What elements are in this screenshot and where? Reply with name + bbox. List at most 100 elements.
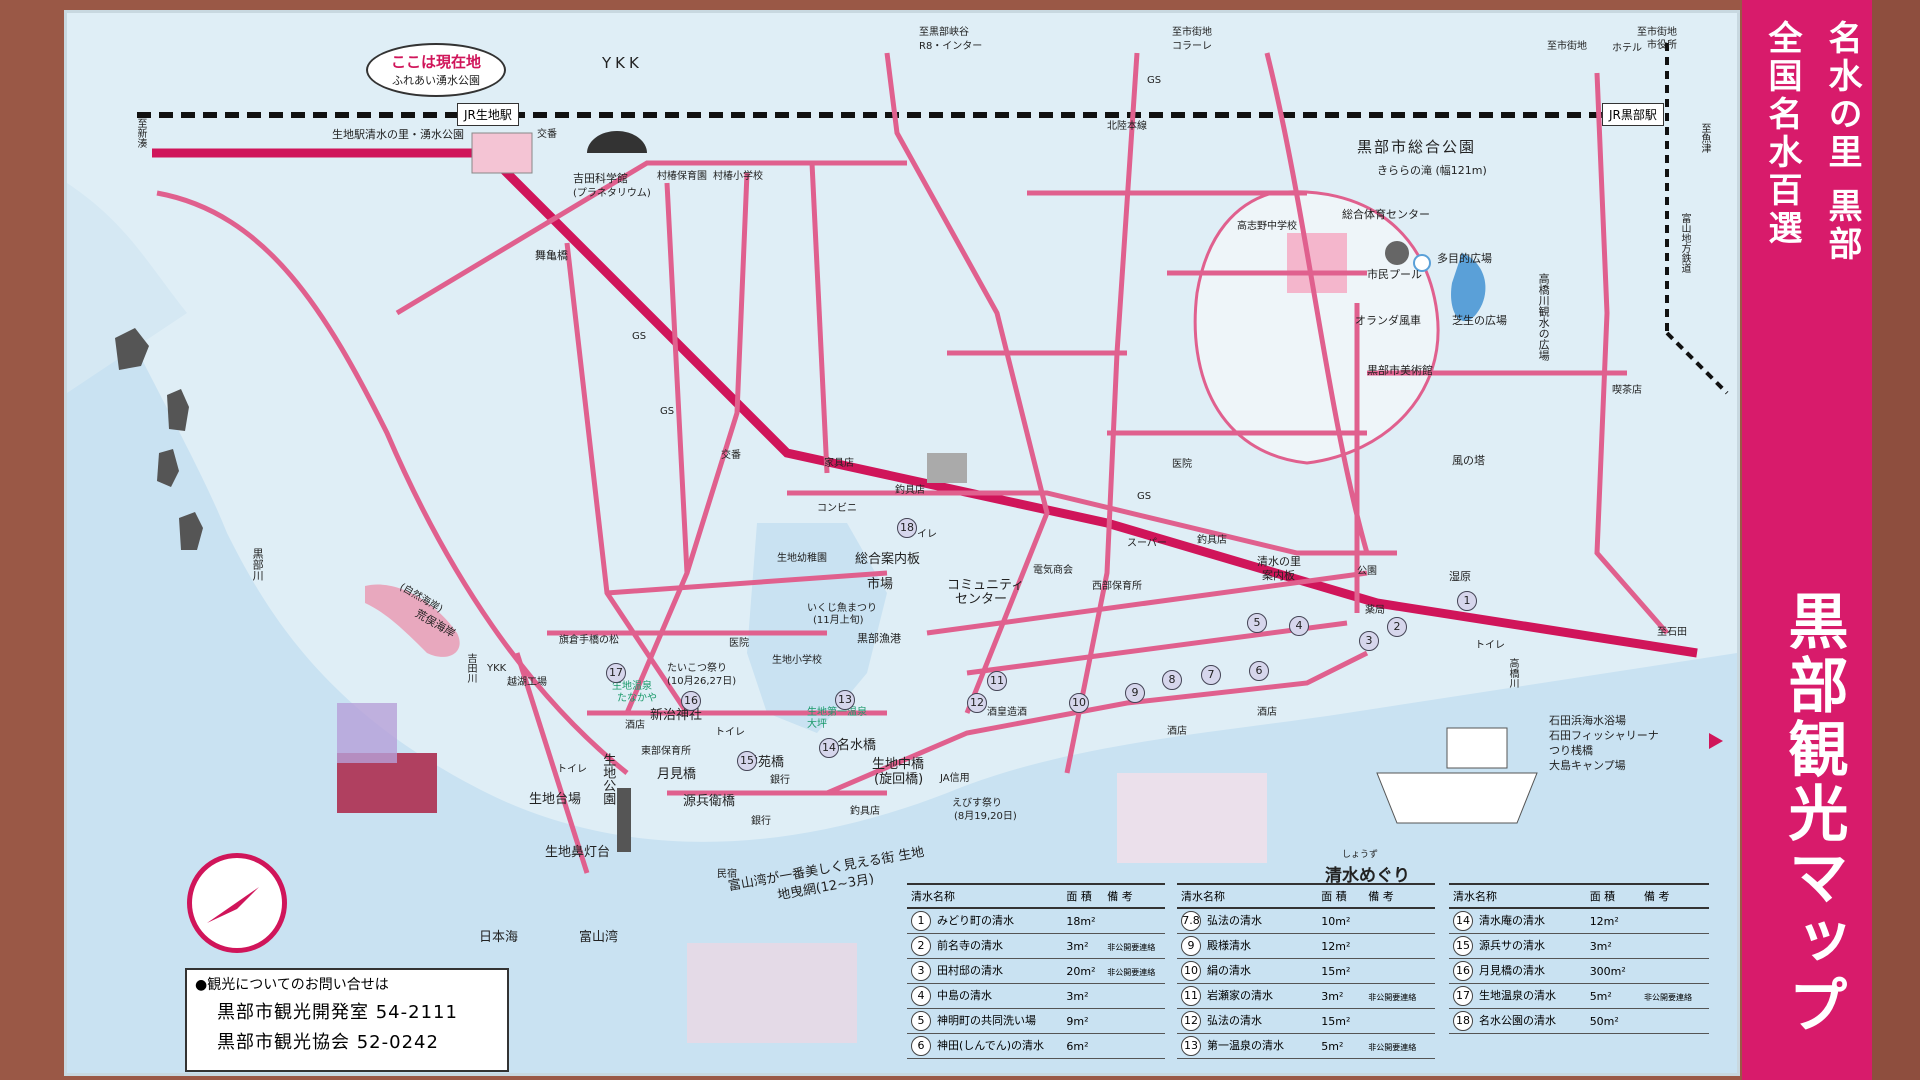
spring-note [1103,983,1165,1009]
spring-number: 10 [1181,961,1201,981]
col-area: 面 積 [1062,883,1104,909]
spring-marker[interactable]: 3 [1359,631,1379,651]
to-shigaichi3-label: 至市街地 [1637,27,1677,38]
liquor-store3-label: 酒店 [1167,726,1187,737]
spring-number: 18 [1453,1011,1473,1031]
spring-marker[interactable]: 18 [897,518,917,538]
photo-frame-right [1872,0,1920,1080]
west-nursery-label: 西部保育所 [1092,581,1142,592]
spring-note-text: 非公開要連絡 [1644,992,1693,1002]
spring-note: 非公開要連絡 [1640,983,1709,1009]
spring-area: 300m² [1585,958,1641,984]
spring-marker[interactable]: 5 [1247,613,1267,633]
col-note: 備 考 [1103,883,1165,909]
hokuriku-line-label: 北陸本線 [1107,121,1147,132]
spring-area: 20m² [1062,958,1104,984]
spring-note [1364,1008,1435,1034]
spring-number: 3 [911,961,931,981]
map-board: ここは現在地 ふれあい湧水公園 JR生地駅 JR黒部駅 YKK 北陸本線 至新湊… [64,10,1740,1076]
pier-label: つり桟橋 [1549,744,1593,757]
minshuku-label: 民宿 [717,869,737,880]
kirara-falls-label: きららの滝 (幅121m) [1377,164,1487,177]
bank2-label: 銀行 [751,816,771,827]
park-plaza [1287,233,1347,293]
spring-marker[interactable]: 4 [1289,616,1309,636]
spring-note [1364,933,1435,959]
spring-marker[interactable]: 12 [967,693,987,713]
spring-marker[interactable]: 11 [987,671,1007,691]
gs-label-2: GS [660,406,675,417]
banner-line-2: 全国名水百選 [1762,20,1802,248]
spring-area: 12m² [1585,908,1641,934]
spring-name-text: 中島の清水 [937,989,992,1002]
spring-number: 12 [1181,1011,1201,1031]
spring-marker[interactable]: 6 [1249,661,1269,681]
genbei-bridge-label: 源兵衛橋 [683,794,736,809]
ebisu-festival-label: えびす祭り [952,798,1002,809]
hotel-label: ホテル [1612,43,1642,54]
junior-high-label: 高志野中学校 [1237,221,1297,232]
col-note: 備 考 [1364,883,1435,909]
takahashi-river-label: 高橋川 [1507,658,1518,688]
spring-number: 16 [1453,961,1473,981]
spring-marker[interactable]: 7 [1201,665,1221,685]
jr-kurobe-station[interactable]: JR黒部駅 [1602,103,1664,126]
spring-area: 3m² [1585,933,1641,959]
lawn-label: 芝生の広場 [1452,314,1507,327]
camp-label: 大島キャンプ場 [1549,759,1626,772]
shimizu-sato-label: 清水の里 [1257,555,1301,568]
sake-brewery-label: 酒皇造酒 [987,707,1027,718]
breakwater-rock [115,328,149,370]
jr-ikuji-station[interactable]: JR生地駅 [457,103,519,126]
gym-label: 総合体育センター [1342,208,1430,221]
spring-marker[interactable]: 15 [737,751,757,771]
to-shinminato-label: 至新湊 [135,118,146,148]
breakwater-rock [167,389,189,431]
spring-marker[interactable]: 13 [835,690,855,710]
tackle-shop2-label: 釣具店 [1197,535,1227,546]
spring-name-text: 絹の清水 [1207,964,1251,977]
spring-marker[interactable]: 14 [819,738,839,758]
fishermen-illustration [687,943,857,1043]
elementary-school-label: 村椿小学校 [713,171,763,182]
electric-shop-label: 電気商会 [1033,565,1073,576]
otsubo-label: 大坪 [807,719,827,730]
spring-number: 14 [1453,911,1473,931]
spring-marker[interactable]: 8 [1162,670,1182,690]
spring-marker[interactable]: 1 [1457,591,1477,611]
spring-area: 5m² [1317,1033,1365,1059]
koban-label: 交番 [537,129,557,140]
center-label: センター [955,592,1008,607]
spring-note [1640,933,1709,959]
spring-marker[interactable]: 10 [1069,693,1089,713]
spring-number: 7.8 [1181,911,1201,931]
spring-marker[interactable]: 9 [1125,683,1145,703]
lighthouse [617,788,631,852]
city-pool-label: 市民プール [1367,268,1422,281]
ebisu-festival-date: (8月19,20日) [954,811,1017,822]
spring-note [1364,958,1435,984]
to-uozu-label: 至魚津 [1699,123,1710,153]
spring-marker[interactable]: 2 [1387,617,1407,637]
spring-marker[interactable]: 16 [681,691,701,711]
fisherman-illustration [337,703,397,763]
toyama-bay-label: 富山湾 [579,930,619,945]
title-banner: 名水の里 黒部 全国名水百選 黒部観光マップ [1742,0,1872,1080]
to-kurobekyo-label: 至黒部峡谷 [919,27,969,38]
spring-area: 3m² [1317,983,1365,1009]
col-name: 清水名称 [1177,883,1318,909]
spring-marker[interactable]: 17 [606,663,626,683]
